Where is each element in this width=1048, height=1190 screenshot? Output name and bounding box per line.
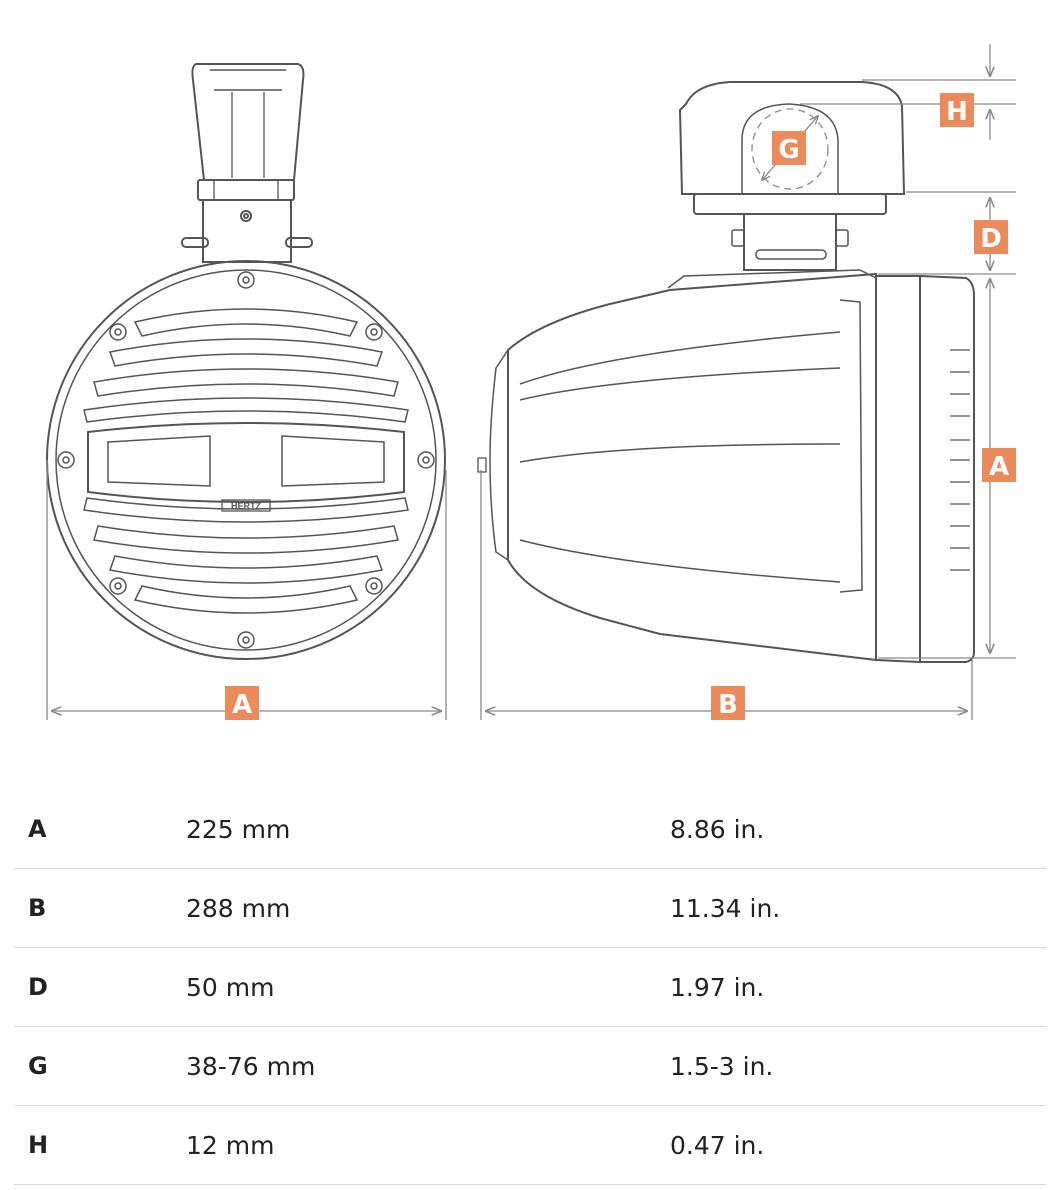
- dimension-mm: 38-76 mm: [186, 1026, 670, 1106]
- table-row: B 288 mm 11.34 in.: [14, 868, 1046, 948]
- dimension-letter: G: [14, 1026, 186, 1106]
- svg-text:G: G: [778, 135, 799, 165]
- dimension-letter: H: [14, 1105, 186, 1185]
- dimension-letter: B: [14, 868, 186, 948]
- badge-clamp-diameter: G: [772, 131, 806, 165]
- svg-text:H: H: [946, 97, 968, 127]
- badge-side-depth: B: [711, 686, 745, 720]
- dimension-inch: 1.97 in.: [670, 947, 1046, 1027]
- table-row: D 50 mm 1.97 in.: [14, 947, 1046, 1027]
- dimension-mm: 12 mm: [186, 1105, 670, 1185]
- table-row: G 38-76 mm 1.5-3 in.: [14, 1026, 1046, 1106]
- dimension-inch: 8.86 in.: [670, 790, 1046, 869]
- dimension-mm: 288 mm: [186, 868, 670, 948]
- svg-text:D: D: [980, 224, 1002, 254]
- svg-text:A: A: [989, 452, 1009, 482]
- badge-front-width: A: [225, 686, 259, 720]
- dimension-diagram: HERTZ: [46, 44, 1016, 720]
- dimension-inch: 1.5-3 in.: [670, 1026, 1046, 1106]
- dimension-lines: [46, 44, 1016, 720]
- badge-mount-gap: D: [974, 220, 1008, 254]
- dimension-mm: 50 mm: [186, 947, 670, 1027]
- front-view: [46, 63, 446, 660]
- dimension-inch: 11.34 in.: [670, 868, 1046, 948]
- brand-logo: HERTZ: [231, 501, 261, 511]
- table-row: A 225 mm 8.86 in.: [14, 790, 1046, 869]
- dimensions-table: A 225 mm 8.86 in. B 288 mm 11.34 in. D 5…: [14, 790, 1046, 1185]
- dimension-letter: D: [14, 947, 186, 1027]
- dimension-mm: 225 mm: [186, 790, 670, 869]
- badge-side-height: A: [982, 448, 1016, 482]
- side-view: [477, 81, 975, 663]
- svg-text:B: B: [718, 690, 738, 720]
- dimension-inch: 0.47 in.: [670, 1105, 1046, 1185]
- badge-clamp-top: H: [940, 93, 974, 127]
- dimension-letter: A: [14, 790, 186, 869]
- svg-text:A: A: [232, 690, 252, 720]
- table-row: H 12 mm 0.47 in.: [14, 1105, 1046, 1185]
